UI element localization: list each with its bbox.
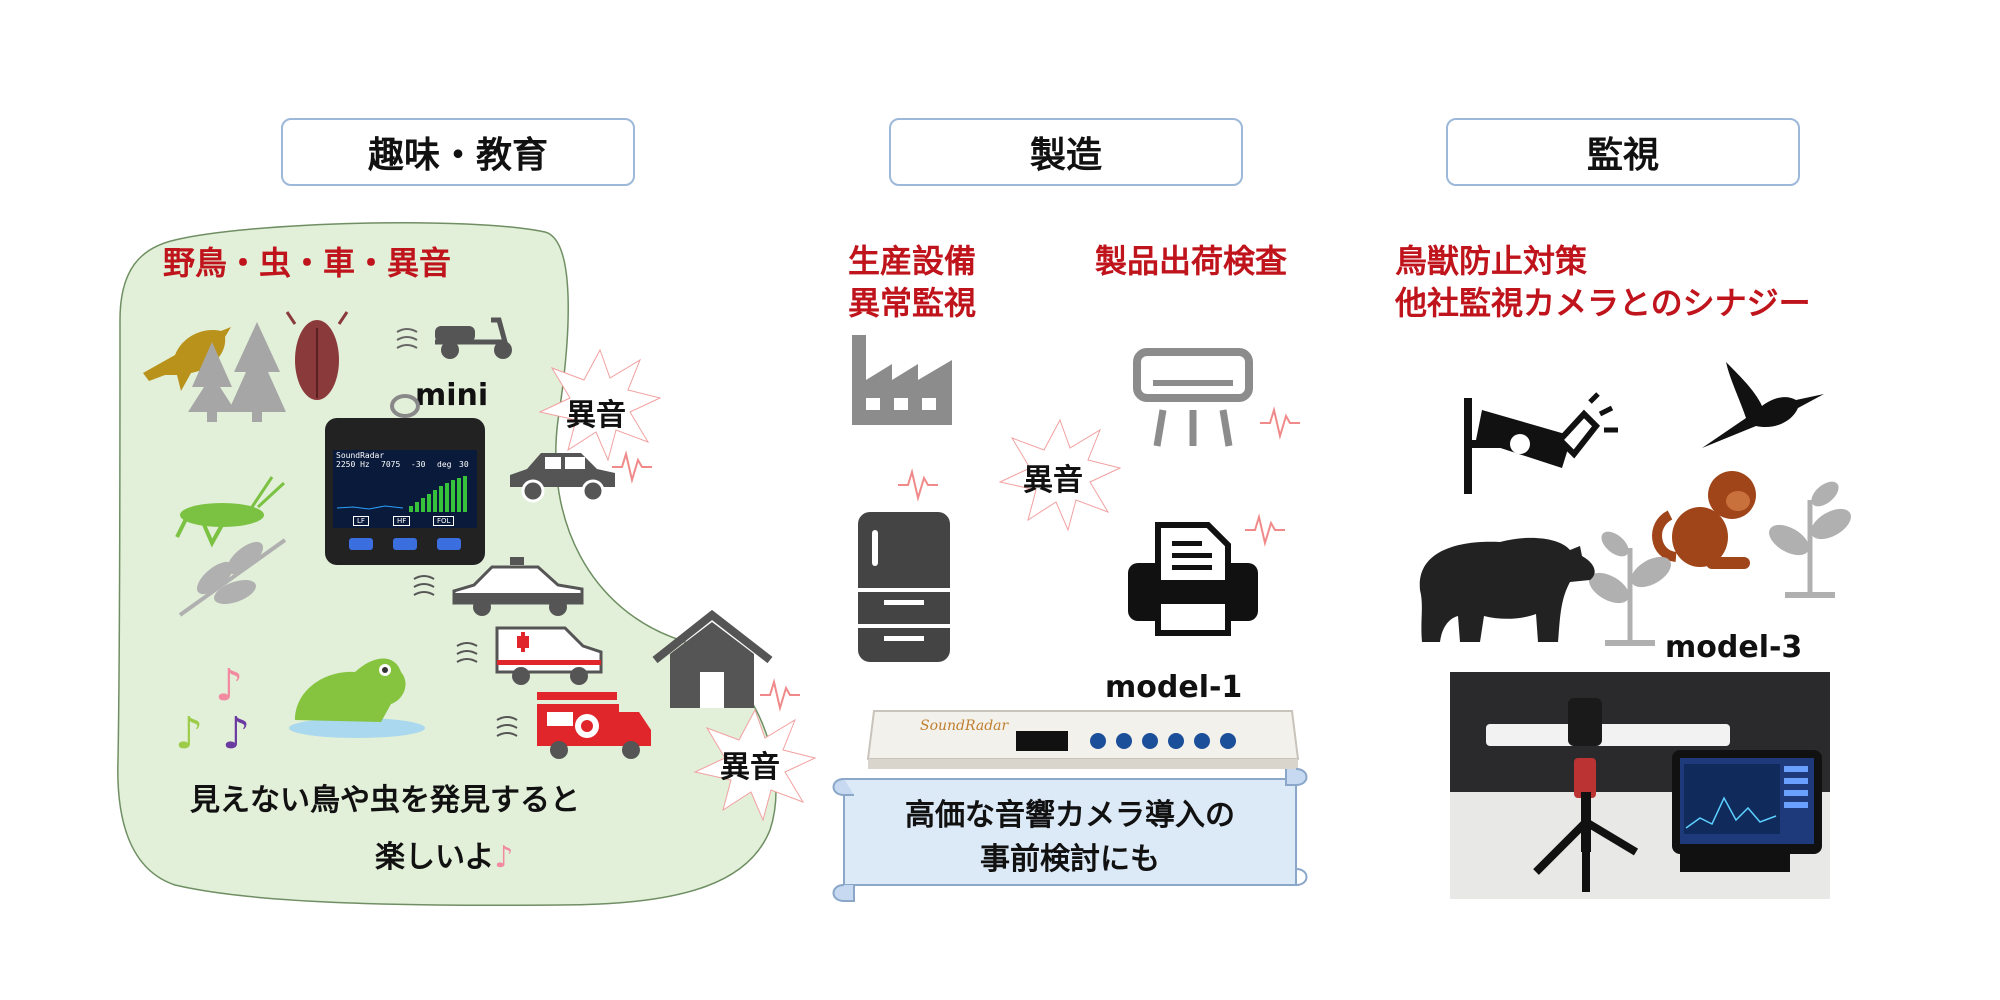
music-note-purple-icon: ♪ [222, 708, 251, 759]
monitoring-label-line1: 鳥獣防止対策 [1395, 242, 1588, 280]
abnormal-sound-burst-1 [538, 348, 662, 462]
mini-button-2 [393, 538, 417, 550]
trees-icon [188, 322, 286, 422]
mini-device-label: mini [415, 378, 489, 413]
hobby-caption-line1: 見えない鳥や虫を発見すると [190, 783, 580, 818]
hobby-caption-note: ♪ [494, 840, 514, 875]
abnormal-sound-label-2: 異音 [720, 750, 780, 785]
mini-button-1 [349, 538, 373, 550]
screen-btn-fol: FOL [433, 516, 455, 526]
model3-tablet [1672, 750, 1822, 854]
mini-device: SoundRadar 2250 Hz 7075 -30 deg 30 LF HF… [325, 394, 485, 565]
abnormal-sound-label-1: 異音 [566, 398, 626, 433]
pulse-icon-printer [1245, 513, 1285, 547]
factory-icon [852, 335, 952, 425]
plant-icon-right [1769, 481, 1851, 598]
bear-icon [1419, 537, 1595, 642]
tablet-chart [1684, 764, 1808, 834]
fire-truck-icon [496, 692, 651, 759]
abnormal-sound-burst-2 [693, 708, 817, 822]
bird-icon [143, 327, 231, 391]
scroll-text: 高価な音響カメラ導入の 事前検討にも [870, 790, 1270, 878]
model3-photo [1450, 672, 1830, 899]
screen-db: -30 [411, 460, 426, 469]
mini-button-3 [437, 538, 461, 550]
screen-value: 7075 [381, 460, 401, 469]
pulse-icon-fridge [898, 468, 938, 502]
screen-deg: 30 [459, 460, 469, 469]
police-car-icon [413, 557, 584, 616]
scroll-line2: 事前検討にも [980, 842, 1160, 877]
printer-icon [1128, 522, 1258, 636]
model3-device-label: model-3 [1665, 630, 1803, 665]
manufacturing-label-left-2: 異常監視 [848, 284, 977, 322]
grasshopper-icon [175, 476, 286, 548]
scooter-icon [396, 317, 512, 359]
scroll-line1: 高価な音響カメラ導入の [905, 798, 1235, 833]
hobby-subjects: 野鳥・虫・車・異音 [163, 244, 452, 282]
security-camera-icon [1464, 392, 1618, 494]
header-manufacturing-label: 製造 [1029, 135, 1102, 176]
tripod-icon [1533, 792, 1639, 892]
manufacturing-label-left: 生産設備 異常監視 [848, 240, 976, 324]
model1-device-label: model-1 [1105, 670, 1243, 705]
hobby-caption-line2: 楽しいよ [375, 840, 495, 875]
tablet-stand [1680, 850, 1790, 872]
monkey-icon [1652, 471, 1756, 569]
car-icon [510, 453, 615, 503]
model3-camera [1568, 698, 1602, 746]
abnormal-sound-burst-3 [998, 418, 1122, 532]
tablet-screen [1680, 758, 1814, 844]
house-icon [652, 609, 773, 708]
monitoring-label: 鳥獣防止対策 他社監視カメラとのシナジー [1395, 240, 1811, 324]
monitoring-label-line2: 他社監視カメラとのシナジー [1395, 284, 1811, 322]
model3-sensor-bar [1486, 724, 1730, 746]
model3-mount [1574, 758, 1596, 798]
model1-device [866, 710, 1300, 769]
screen-freq: 2250 Hz [336, 460, 370, 469]
refrigerator-icon [858, 512, 950, 662]
hobby-caption-line2-wrap: 楽しいよ♪ [375, 832, 514, 876]
header-monitoring: 監視 [1446, 118, 1800, 186]
hummingbird-icon [1702, 362, 1824, 448]
spectrum-bars [336, 476, 467, 512]
leaf-branch-icon [178, 538, 287, 617]
cicada-icon [285, 311, 349, 400]
scroll-banner [832, 768, 1308, 902]
keyring-icon [390, 394, 420, 418]
manufacturing-label-left-1: 生産設備 [848, 242, 977, 280]
screen-btn-lf: LF [353, 516, 369, 526]
manufacturing-abnormal-sound: 異音 [1023, 463, 1083, 498]
music-note-pink-icon: ♪ [215, 660, 244, 711]
model1-brand: SoundRadar [920, 718, 1009, 734]
air-conditioner-icon [1133, 348, 1253, 447]
frog-icon [289, 658, 425, 738]
header-manufacturing: 製造 [889, 118, 1243, 186]
screen-brand: SoundRadar [336, 451, 385, 460]
pulse-icon-house [760, 678, 800, 712]
header-hobby-education: 趣味・教育 [281, 118, 635, 186]
manufacturing-label-right: 製品出荷検査 [1095, 242, 1288, 280]
plant-icon-left [1589, 531, 1671, 646]
pulse-icon-aircon [1260, 406, 1300, 440]
ambulance-icon [456, 626, 603, 685]
screen-deg-label: deg [437, 460, 452, 469]
header-hobby-label: 趣味・教育 [367, 135, 548, 176]
header-monitoring-label: 監視 [1586, 135, 1659, 176]
pulse-icon-car [612, 450, 652, 484]
music-note-green-icon: ♪ [175, 708, 204, 759]
mini-screen: SoundRadar 2250 Hz 7075 -30 deg 30 LF HF… [333, 450, 477, 528]
screen-btn-hf: HF [393, 516, 411, 526]
